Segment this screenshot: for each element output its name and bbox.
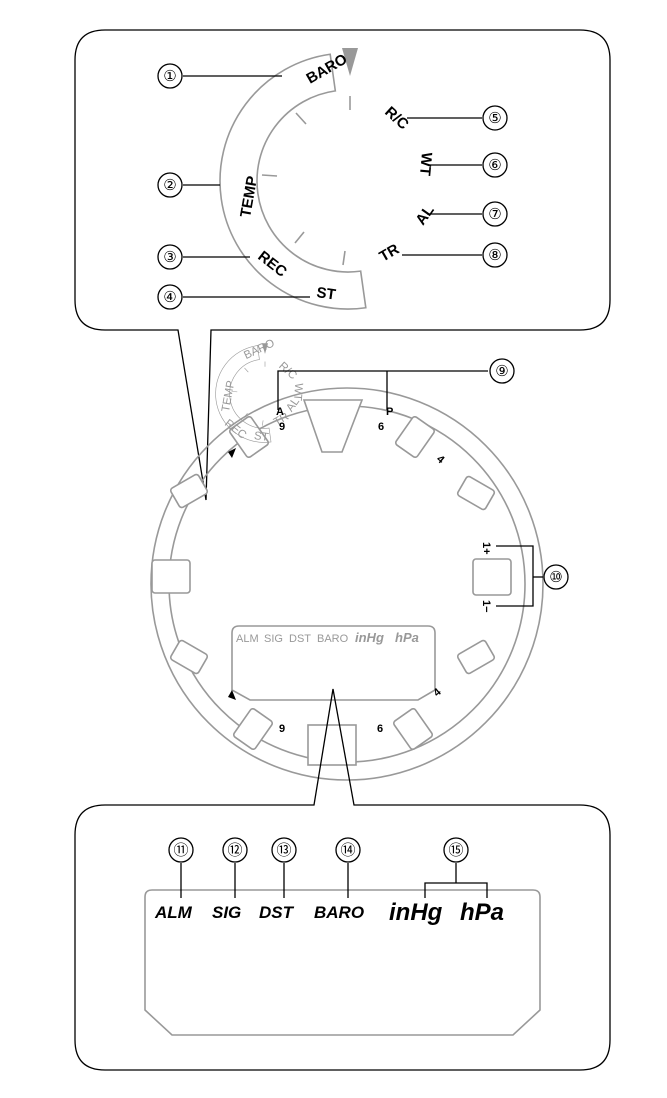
face-lcd-hpa: hPa <box>395 630 419 645</box>
dial-4-lower: 4 <box>431 686 444 700</box>
callout-15: ⑮ <box>448 841 463 859</box>
lcd-hpa: hPa <box>460 899 504 926</box>
mini-st: ST <box>253 430 269 444</box>
callout-8: ⑧ <box>488 246 501 264</box>
lcd-dst: DST <box>259 903 295 922</box>
dial-a: A <box>276 406 284 418</box>
bottom-callout: ALM SIG DST BARO inHg hPa ⑪ ⑫ ⑬ ⑭ ⑮ <box>74 688 611 1071</box>
callout-9: ⑨ <box>495 362 508 380</box>
dial-9-bottom: 9 <box>279 723 285 735</box>
face-lcd-sig: SIG <box>264 633 283 645</box>
bezel-label-rec: REC <box>255 248 291 281</box>
callout-10: ⑩ <box>549 568 562 586</box>
bezel-ring <box>202 47 367 327</box>
callout-7: ⑦ <box>488 205 501 223</box>
callout-4: ④ <box>163 288 176 306</box>
bezel-label-st: ST <box>315 284 336 304</box>
watch-face: BARO TEMP REC ST R/C WT AL TR A P 9 6 4 … <box>150 337 569 781</box>
callout-6: ⑥ <box>488 156 501 174</box>
face-lcd-baro: BARO <box>317 633 349 645</box>
dial-6-bottom: 6 <box>377 723 383 735</box>
callout-12: ⑫ <box>227 841 242 859</box>
lcd-sig: SIG <box>212 903 241 922</box>
callout-11: ⑪ <box>173 841 188 859</box>
mode-label-wt: WT <box>416 152 435 177</box>
dial-minus: 1− <box>480 600 492 613</box>
face-lcd-inhg: inHg <box>355 630 384 645</box>
bezel-label-temp: TEMP <box>237 175 261 219</box>
face-lcd-dst: DST <box>289 633 311 645</box>
dial-6-top: 6 <box>378 421 384 433</box>
callout-2: ② <box>163 176 176 194</box>
bezel-label-baro: BARO <box>304 50 351 87</box>
callout-1: ① <box>163 67 176 85</box>
callout-5: ⑤ <box>488 109 501 127</box>
callout-markers-top: ① ② ③ ④ ⑤ ⑥ ⑦ ⑧ <box>157 63 508 310</box>
dial-9-top: 9 <box>279 421 285 433</box>
lcd-outline <box>144 889 541 1036</box>
mini-temp: TEMP <box>220 380 237 413</box>
mode-label-al: AL <box>412 202 437 228</box>
mode-label-tr: TR <box>377 241 403 266</box>
callout-3: ③ <box>163 248 176 266</box>
callout-14: ⑭ <box>340 841 355 859</box>
dial-plus: 1+ <box>480 542 492 555</box>
callout-13: ⑬ <box>276 841 291 859</box>
dial-p: P <box>386 406 393 418</box>
lcd-baro: BARO <box>314 903 364 922</box>
mini-wt: WT <box>291 382 305 401</box>
face-lcd-alm: ALM <box>236 633 259 645</box>
lcd-alm: ALM <box>154 903 193 922</box>
lcd-inhg: inHg <box>389 899 443 926</box>
dial-4-upper: 4 <box>434 453 447 467</box>
